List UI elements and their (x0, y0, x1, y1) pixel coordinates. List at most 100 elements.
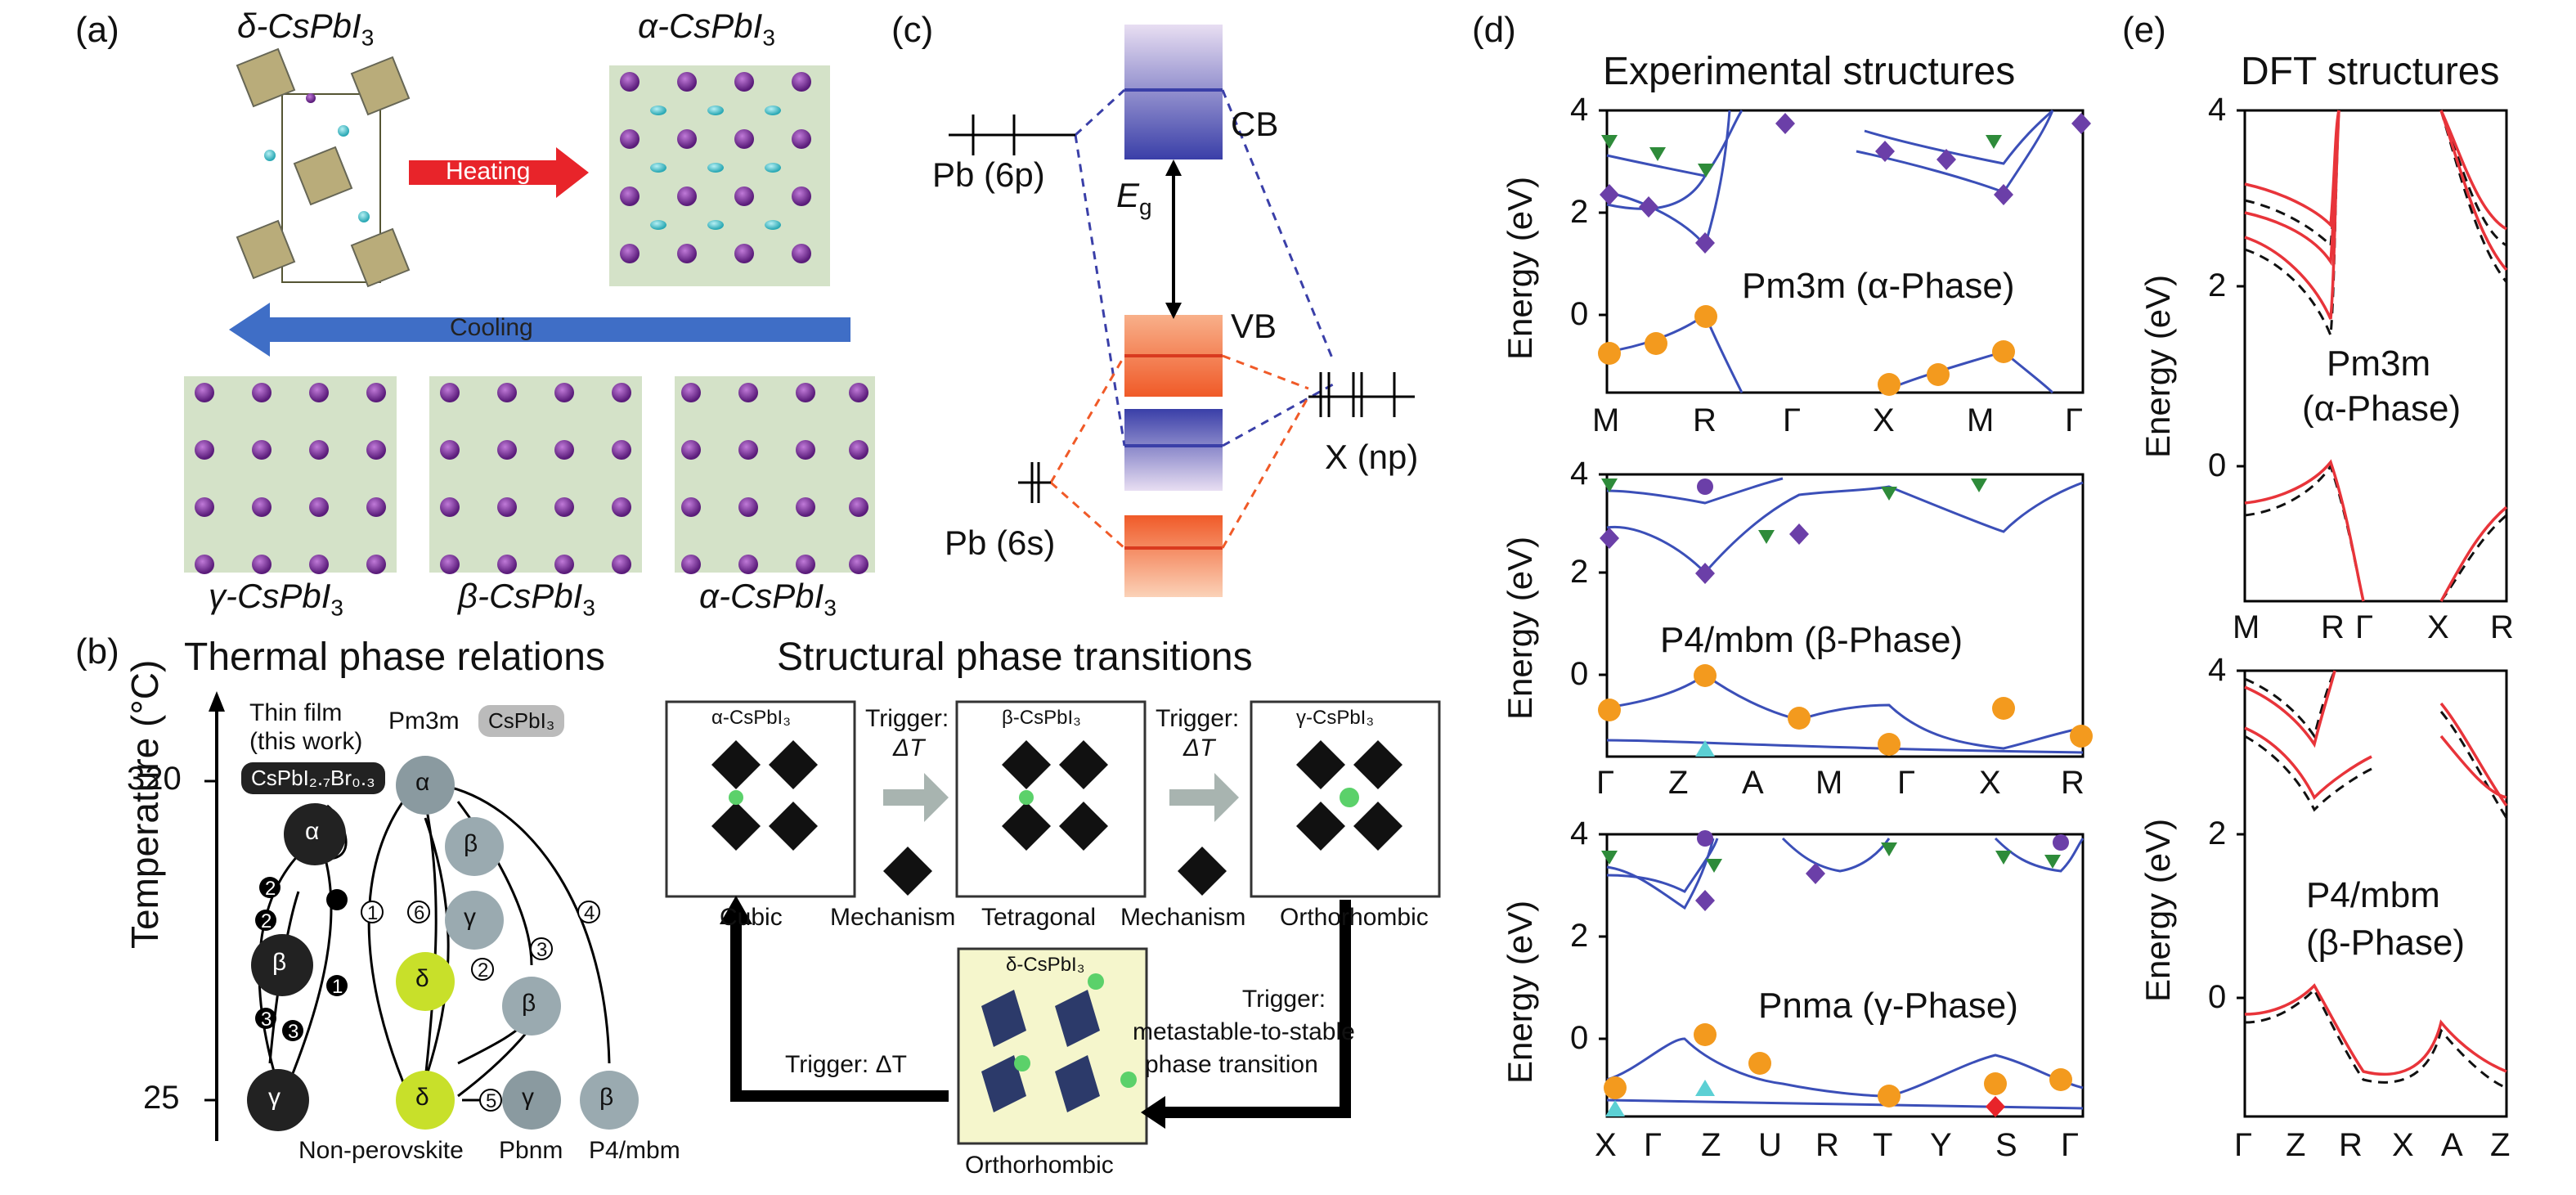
arrow-num-5: 5 (486, 1090, 497, 1112)
e1-xtick: M (2233, 609, 2260, 645)
d1-xtick: Γ (2065, 402, 2084, 438)
trigger-label-1: Trigger: (865, 705, 949, 732)
d2-ytick-0: 0 (1570, 656, 1589, 692)
d1-xtick: Γ (1783, 402, 1802, 438)
d3-ytick-0: 0 (1570, 1020, 1589, 1056)
panel-label-e: (e) (2122, 10, 2166, 50)
e1-ytick-4: 4 (2208, 92, 2227, 128)
e2-phase-line1: P4/mbm (2306, 875, 2440, 915)
d3-xtick: Γ (1644, 1127, 1663, 1163)
d1-phase-label: Pm3m (α-Phase) (1742, 266, 2015, 306)
d2-xtick: X (1979, 765, 2001, 801)
e1-xtick: R (2321, 609, 2345, 645)
dft-title: DFT structures (2241, 50, 2500, 93)
d3-xtick: Γ (2061, 1127, 2080, 1163)
e2-ytick-2: 2 (2208, 815, 2227, 851)
e2-xtick: X (2392, 1127, 2414, 1163)
delta-top-label: δ-CsPbI3 (237, 7, 375, 51)
delta-t-label-2: ΔT (1183, 735, 1215, 761)
e2-xtick: Z (2490, 1127, 2511, 1163)
arrow-num-6: 6 (414, 902, 425, 924)
panel-label-b: (b) (75, 631, 119, 672)
e2-xtick: A (2441, 1127, 2463, 1163)
circle-beta-thin: β (272, 949, 287, 976)
delta-t-label-1: ΔT (893, 735, 925, 761)
box-alpha-label: α-CsPbI₃ (711, 707, 791, 729)
beta-label: β-CsPbI3 (458, 577, 595, 621)
d1-xtick: M (1592, 402, 1620, 438)
d3-xtick: U (1758, 1127, 1782, 1163)
gamma-label: γ-CsPbI3 (209, 577, 343, 621)
d2-ytick-2: 2 (1570, 554, 1589, 590)
d1-xtick: R (1693, 402, 1717, 438)
x-np-label: X (np) (1325, 438, 1419, 476)
d1-xtick: X (1873, 402, 1895, 438)
trigger-dt-label: Trigger: ΔT (785, 1051, 907, 1078)
circle-delta-upper: δ (415, 965, 429, 992)
pb-6s-label: Pb (6s) (945, 523, 1056, 562)
d1-ytick-4: 4 (1570, 92, 1589, 128)
panel-a-graphic (184, 47, 875, 574)
box-delta-label: δ-CsPbI₃ (1006, 954, 1085, 976)
circle-alpha-bulk: α (415, 769, 430, 796)
e2-phase-line2: (β-Phase) (2306, 923, 2466, 963)
box-gamma-label: γ-CsPbI₃ (1296, 707, 1375, 729)
thermal-phase-title: Thermal phase relations (184, 636, 605, 679)
mechanism-label-2: Mechanism (1120, 904, 1246, 931)
d3-xtick: Z (1701, 1127, 1721, 1163)
d3-xtick: T (1873, 1127, 1893, 1163)
circle-gamma-bulk: γ (464, 904, 476, 931)
cooling-label: Cooling (450, 314, 533, 341)
panel-label-d: (d) (1472, 10, 1516, 50)
alpha-structure-bottom (675, 376, 875, 574)
d3-ytick-4: 4 (1570, 815, 1589, 851)
arrow-num-2a: 2 (265, 878, 276, 900)
d3-ytick-2: 2 (1570, 918, 1589, 954)
d3-xtick: S (1995, 1127, 2017, 1163)
circle-gamma-thin: γ (268, 1084, 280, 1111)
e1-xtick: X (2427, 609, 2449, 645)
orthorhombic-label-2: Orthorhombic (965, 1152, 1114, 1179)
d2-xtick: Z (1668, 765, 1689, 801)
e1-xtick: Γ (2355, 609, 2374, 645)
thin-film-label: Thin film (249, 699, 343, 726)
d2-phase-label: P4/mbm (β-Phase) (1660, 620, 1963, 660)
tick-25: 25 (143, 1080, 180, 1116)
panel-label-a: (a) (75, 10, 119, 50)
e2-xtick: R (2339, 1127, 2363, 1163)
metastable-label-3: phase transition (1145, 1051, 1318, 1078)
alpha-bottom-label: α-CsPbI3 (699, 577, 837, 621)
d3-phase-label: Pnma (γ-Phase) (1758, 986, 2018, 1026)
tetragonal-label: Tetragonal (981, 904, 1097, 931)
e1-phase-line1: Pm3m (2327, 344, 2431, 384)
metastable-label-2: metastable-to-stable (1133, 1018, 1355, 1045)
panel-label-c: (c) (891, 10, 934, 50)
mixed-composition-badge: CsPbI₂.₇Br₀.₃ (241, 762, 385, 794)
this-work-label: (this work) (249, 728, 363, 755)
tick-320: 320 (127, 761, 182, 797)
e1-ylabel: Energy (eV) (2138, 274, 2177, 458)
arrow-num-2b: 2 (261, 910, 272, 932)
e1-ytick-2: 2 (2208, 267, 2227, 303)
circle-alpha-thin: α (305, 818, 320, 845)
d1-ytick-2: 2 (1570, 194, 1589, 230)
panel-c-graphic (949, 25, 1415, 597)
arrow-num-1b: 1 (367, 902, 379, 924)
beta-structure (429, 376, 642, 574)
circle-beta-bulk: β (464, 830, 478, 857)
pbnm-label: Pbnm (499, 1137, 563, 1164)
non-perovskite-label: Non-perovskite (298, 1137, 464, 1164)
circle-gamma-lower: γ (522, 1084, 534, 1111)
d1-ytick-0: 0 (1570, 296, 1589, 332)
gamma-structure (184, 376, 397, 574)
circle-delta-lower: δ (415, 1084, 429, 1111)
d3-xtick: X (1595, 1127, 1617, 1163)
p4mbm-label: P4/mbm (589, 1137, 680, 1164)
e2-xtick: Z (2286, 1127, 2306, 1163)
pm3m-label: Pm3m (388, 708, 460, 735)
d2-xtick: M (1815, 765, 1843, 801)
e2-ytick-0: 0 (2208, 979, 2227, 1015)
d3-xtick: Y (1930, 1127, 1952, 1163)
mechanism-label-1: Mechanism (830, 904, 956, 931)
arrow-num-3a: 3 (261, 1009, 272, 1031)
